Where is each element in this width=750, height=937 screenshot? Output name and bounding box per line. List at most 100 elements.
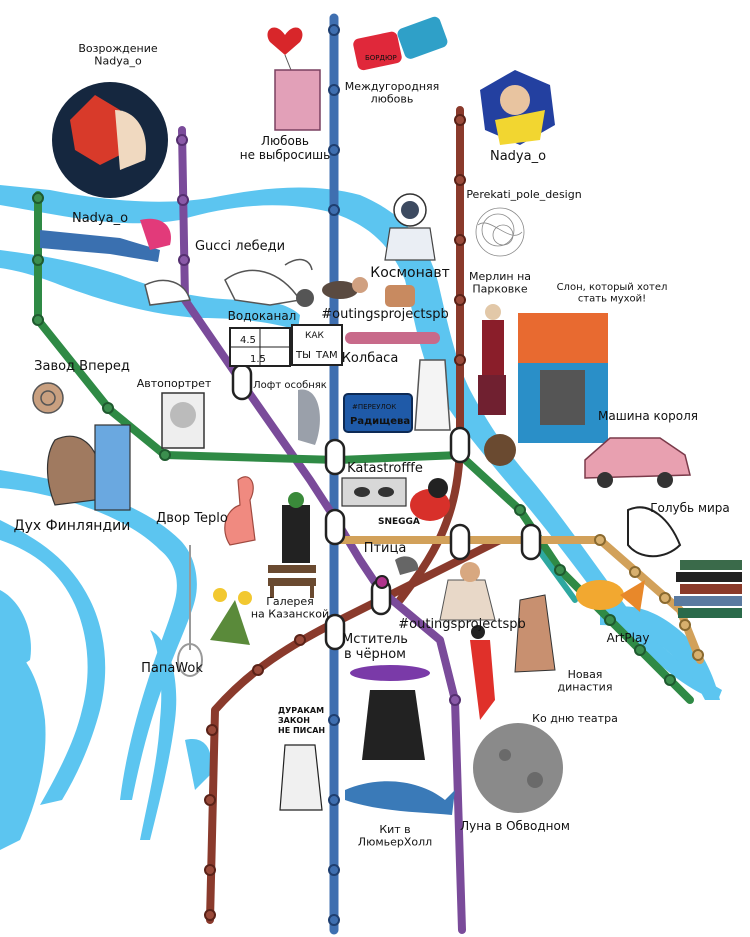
bowler-hat-man-art [282, 492, 310, 563]
sign-text: КАК [305, 331, 325, 341]
transfer-station[interactable] [324, 613, 346, 651]
label-line: Междугородняя [345, 80, 440, 93]
street-sign-art: #ПЕРЕУЛОК Радищева [343, 393, 413, 433]
label-line: Возрождение [78, 42, 157, 55]
swans-art [144, 258, 313, 306]
station[interactable] [178, 254, 190, 266]
station[interactable] [32, 254, 44, 266]
station[interactable] [294, 634, 306, 646]
transfer-station[interactable] [449, 426, 471, 464]
station[interactable] [204, 864, 216, 876]
sign-number: 1.5 [250, 354, 266, 365]
station[interactable] [634, 644, 646, 656]
station[interactable] [454, 354, 466, 366]
station[interactable] [328, 794, 340, 806]
station[interactable] [204, 909, 216, 921]
transfer-station[interactable] [324, 438, 346, 476]
station[interactable] [328, 24, 340, 36]
station[interactable] [328, 714, 340, 726]
transfer-stations [231, 363, 542, 651]
transfer-station[interactable] [231, 363, 253, 401]
station[interactable] [32, 192, 44, 204]
label-avtoportret: Автопортрет [137, 377, 212, 390]
line-green [34, 191, 694, 704]
candy-art: БОРДЮР [353, 16, 448, 71]
label-line: ЛюмьерХолл [358, 836, 432, 849]
station[interactable] [659, 592, 671, 604]
label-perekati: Perekati_pole_design [466, 188, 581, 201]
dancer-art [470, 625, 495, 720]
station[interactable] [328, 84, 340, 96]
flamingo-art [224, 476, 256, 546]
snail-art [32, 382, 64, 414]
label-line: Двор Teplo [156, 511, 228, 526]
candy-label: БОРДЮР [365, 54, 397, 62]
station[interactable] [177, 194, 189, 206]
bathrobe-art [414, 359, 451, 431]
label-line: не выбросишь [240, 148, 330, 162]
sign-text: ТАМ [315, 350, 338, 361]
nadya-portrait-art [480, 70, 555, 145]
station[interactable] [328, 144, 340, 156]
mask-art [341, 477, 407, 507]
loft-head-art [298, 389, 320, 445]
blue-stations [328, 24, 340, 926]
goldfish-art [576, 580, 645, 612]
station[interactable] [206, 724, 218, 736]
station[interactable] [664, 674, 676, 686]
label-line: Луна в Обводном [460, 819, 570, 833]
label-line: Nadya_o [72, 211, 128, 226]
whale-art [345, 781, 455, 815]
transfer-station[interactable] [520, 523, 542, 561]
label-artplay: ArtPlay [607, 631, 650, 645]
station[interactable] [679, 619, 691, 631]
bird-art [395, 556, 419, 575]
lady-art [439, 562, 496, 621]
label-line: Космонавт [370, 265, 449, 281]
label-line: Любовь [261, 134, 309, 148]
label-line: на Казанской [251, 608, 329, 621]
station[interactable] [692, 649, 704, 661]
station[interactable] [32, 314, 44, 326]
label-line: Лофт особняк [253, 380, 327, 391]
label-line: ПапаWok [141, 661, 203, 676]
dandelion-art [210, 588, 252, 645]
label-loft: Лофт особняк [253, 380, 327, 391]
station[interactable] [252, 664, 264, 676]
cosmonaut-art [384, 193, 436, 261]
label-line: Perekati_pole_design [466, 188, 581, 201]
bench-art [268, 565, 316, 598]
label-line: #outingsprojectspb [398, 617, 525, 632]
station[interactable] [514, 504, 526, 516]
label-line: Новая [568, 668, 603, 681]
station[interactable] [328, 914, 340, 926]
station[interactable] [604, 614, 616, 626]
station[interactable] [554, 564, 566, 576]
transfer-station[interactable] [324, 508, 346, 546]
station[interactable] [594, 534, 606, 546]
station[interactable] [454, 234, 466, 246]
station[interactable] [454, 114, 466, 126]
station[interactable] [204, 794, 216, 806]
transfer-station[interactable] [375, 575, 389, 589]
station[interactable] [159, 449, 171, 461]
station[interactable] [176, 134, 188, 146]
label-line: Мерлин на [469, 270, 531, 283]
station[interactable] [449, 694, 461, 706]
station[interactable] [629, 566, 641, 578]
station[interactable] [102, 402, 114, 414]
label-line: стать мухой! [578, 294, 646, 305]
station[interactable] [454, 294, 466, 306]
station[interactable] [328, 204, 340, 216]
station[interactable] [454, 174, 466, 186]
station[interactable] [328, 864, 340, 876]
label-line: Водоканал [228, 309, 297, 323]
transfer-station[interactable] [449, 523, 471, 561]
avenger-art [350, 665, 430, 760]
